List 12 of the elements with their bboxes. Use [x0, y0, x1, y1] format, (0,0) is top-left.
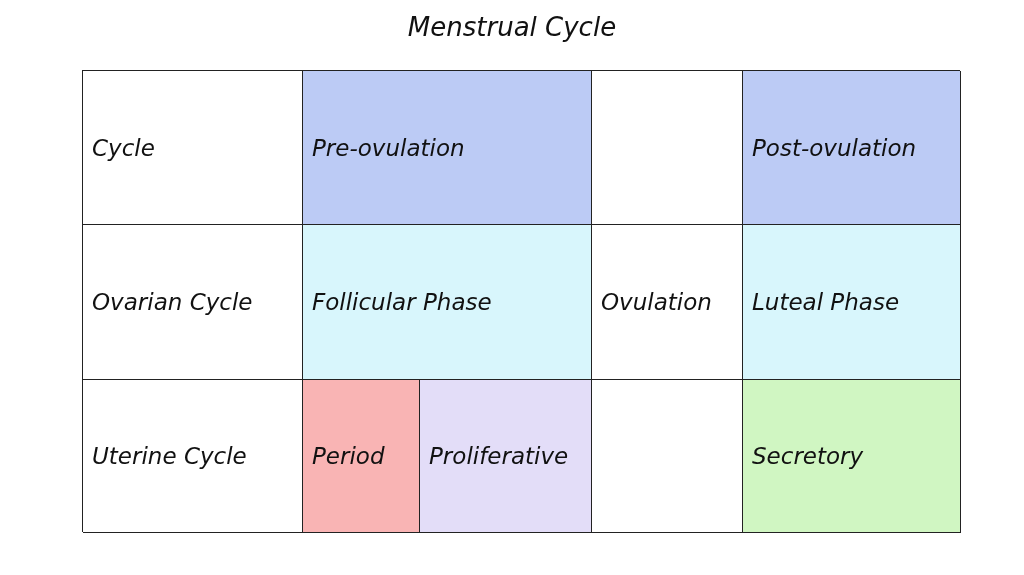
table-cell: Follicular Phase	[303, 225, 592, 380]
table-cell: Luteal Phase	[743, 225, 961, 380]
table-cell: Ovarian Cycle	[83, 225, 303, 380]
table-cell: Uterine Cycle	[83, 380, 303, 533]
table-cell: Ovulation	[592, 225, 743, 380]
table-cell: Period	[303, 380, 420, 533]
title: Menstrual Cycle	[406, 12, 618, 42]
table-cell: Proliferative	[420, 380, 592, 533]
table-cell: Cycle	[83, 71, 303, 225]
table-cell: Secretory	[743, 380, 961, 533]
table-cell: Pre-ovulation	[303, 71, 592, 225]
table-cell: Post-ovulation	[743, 71, 961, 225]
